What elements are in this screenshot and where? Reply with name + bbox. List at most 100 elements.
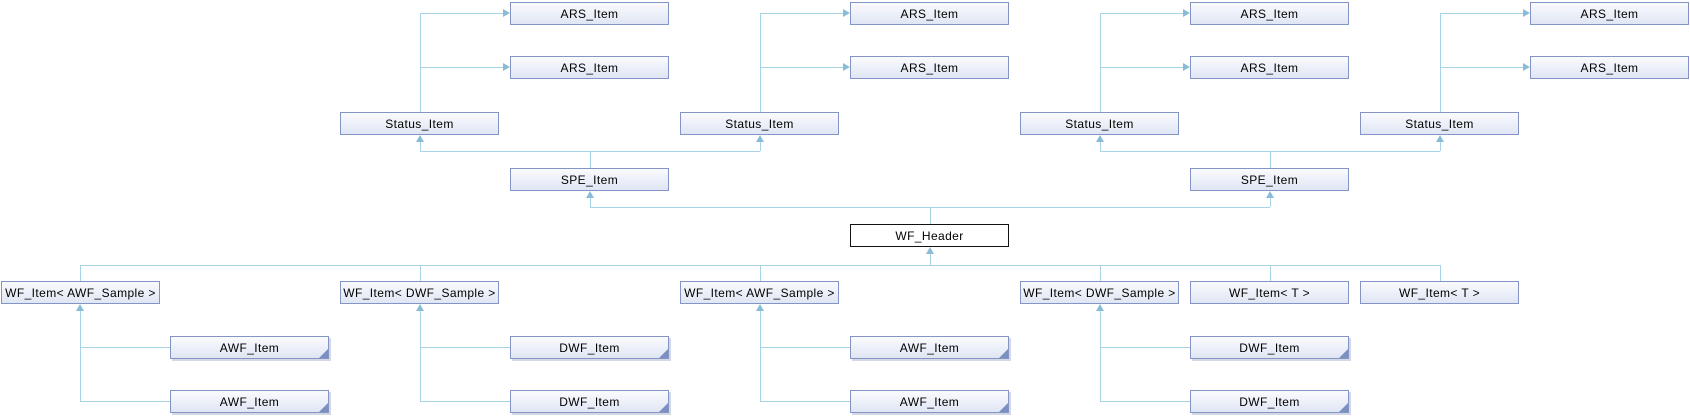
edge-segment bbox=[1100, 311, 1101, 401]
arrowhead-right-icon bbox=[1183, 9, 1190, 17]
arrowhead-up-icon bbox=[586, 191, 594, 198]
node-ars-item-1a[interactable]: ARS_Item bbox=[510, 2, 669, 25]
node-label: AWF_Item bbox=[219, 340, 280, 355]
node-label: SPE_Item bbox=[1240, 172, 1299, 187]
fold-corner-icon bbox=[999, 403, 1008, 412]
arrowhead-up-icon bbox=[1436, 135, 1444, 142]
edge-segment bbox=[420, 347, 510, 348]
edge-segment bbox=[420, 67, 503, 68]
node-status-item-4[interactable]: Status_Item bbox=[1360, 112, 1519, 135]
node-label: WF_Header bbox=[895, 228, 964, 243]
edge-segment bbox=[420, 311, 421, 401]
node-awf-item-1a[interactable]: AWF_Item bbox=[170, 336, 329, 359]
node-status-item-2[interactable]: Status_Item bbox=[680, 112, 839, 135]
edge-segment bbox=[1440, 67, 1523, 68]
fold-corner-icon bbox=[1339, 403, 1348, 412]
edge-segment bbox=[80, 347, 170, 348]
node-dwf-item-1b[interactable]: DWF_Item bbox=[510, 390, 669, 413]
arrowhead-up-icon bbox=[76, 304, 84, 311]
edge-segment bbox=[760, 67, 843, 68]
node-spe-item-2[interactable]: SPE_Item bbox=[1190, 168, 1349, 191]
edge-segment bbox=[1440, 142, 1441, 151]
node-wf-item-dwf-sample-1[interactable]: WF_Item< DWF_Sample > bbox=[340, 281, 499, 304]
node-ars-item-4b[interactable]: ARS_Item bbox=[1530, 56, 1689, 79]
node-label: DWF_Item bbox=[559, 394, 620, 409]
edge-segment bbox=[590, 151, 591, 168]
edge-segment bbox=[1270, 151, 1271, 168]
node-ars-item-1b[interactable]: ARS_Item bbox=[510, 56, 669, 79]
node-label: ARS_Item bbox=[1240, 6, 1299, 21]
edge-segment bbox=[760, 401, 850, 402]
node-label: AWF_Item bbox=[899, 394, 960, 409]
node-spe-item-1[interactable]: SPE_Item bbox=[510, 168, 669, 191]
edge-segment bbox=[420, 13, 421, 112]
node-label: WF_Item< AWF_Sample > bbox=[684, 285, 835, 300]
node-awf-item-1b[interactable]: AWF_Item bbox=[170, 390, 329, 413]
node-wf-item-awf-sample-2[interactable]: WF_Item< AWF_Sample > bbox=[680, 281, 839, 304]
node-awf-item-2b[interactable]: AWF_Item bbox=[850, 390, 1009, 413]
node-ars-item-4a[interactable]: ARS_Item bbox=[1530, 2, 1689, 25]
node-label: AWF_Item bbox=[899, 340, 960, 355]
node-ars-item-3a[interactable]: ARS_Item bbox=[1190, 2, 1349, 25]
node-dwf-item-1a[interactable]: DWF_Item bbox=[510, 336, 669, 359]
node-dwf-item-2a[interactable]: DWF_Item bbox=[1190, 336, 1349, 359]
node-ars-item-2a[interactable]: ARS_Item bbox=[850, 2, 1009, 25]
arrowhead-right-icon bbox=[503, 9, 510, 17]
arrowhead-right-icon bbox=[1523, 9, 1530, 17]
fold-corner-icon bbox=[319, 403, 328, 412]
edge-segment bbox=[80, 265, 81, 281]
edge-segment bbox=[1440, 265, 1441, 281]
edge-segment bbox=[420, 142, 421, 151]
arrowhead-right-icon bbox=[843, 9, 850, 17]
node-label: WF_Item< DWF_Sample > bbox=[1023, 285, 1176, 300]
arrowhead-right-icon bbox=[843, 63, 850, 71]
node-label: ARS_Item bbox=[560, 6, 619, 21]
arrowhead-up-icon bbox=[1266, 191, 1274, 198]
edge-segment bbox=[420, 265, 421, 281]
arrowhead-up-icon bbox=[756, 304, 764, 311]
edge-segment bbox=[1270, 198, 1271, 207]
node-label: DWF_Item bbox=[1239, 394, 1300, 409]
arrowhead-up-icon bbox=[1096, 135, 1104, 142]
node-label: DWF_Item bbox=[559, 340, 620, 355]
arrowhead-right-icon bbox=[1523, 63, 1530, 71]
arrowhead-up-icon bbox=[1096, 304, 1104, 311]
edge-segment bbox=[1100, 401, 1190, 402]
node-label: WF_Item< T > bbox=[1228, 285, 1311, 300]
arrowhead-up-icon bbox=[416, 304, 424, 311]
edge-segment bbox=[1440, 13, 1523, 14]
edge-segment bbox=[930, 254, 931, 265]
node-label: ARS_Item bbox=[900, 6, 959, 21]
node-ars-item-2b[interactable]: ARS_Item bbox=[850, 56, 1009, 79]
edge-segment bbox=[590, 198, 591, 207]
node-status-item-1[interactable]: Status_Item bbox=[340, 112, 499, 135]
node-label: Status_Item bbox=[1405, 116, 1474, 131]
node-label: ARS_Item bbox=[1580, 60, 1639, 75]
edge-segment bbox=[1270, 265, 1271, 281]
fold-corner-icon bbox=[659, 403, 668, 412]
node-label: AWF_Item bbox=[219, 394, 280, 409]
node-label: DWF_Item bbox=[1239, 340, 1300, 355]
node-wf-item-t-2[interactable]: WF_Item< T > bbox=[1360, 281, 1519, 304]
node-label: Status_Item bbox=[725, 116, 794, 131]
node-label: ARS_Item bbox=[560, 60, 619, 75]
edge-segment bbox=[1100, 13, 1101, 112]
node-status-item-3[interactable]: Status_Item bbox=[1020, 112, 1179, 135]
node-dwf-item-2b[interactable]: DWF_Item bbox=[1190, 390, 1349, 413]
edge-segment bbox=[1100, 347, 1190, 348]
node-label: ARS_Item bbox=[1240, 60, 1299, 75]
node-ars-item-3b[interactable]: ARS_Item bbox=[1190, 56, 1349, 79]
edge-segment bbox=[1100, 265, 1101, 281]
edge-segment bbox=[420, 13, 503, 14]
node-awf-item-2a[interactable]: AWF_Item bbox=[850, 336, 1009, 359]
edge-segment bbox=[80, 311, 81, 401]
node-wf-item-t-1[interactable]: WF_Item< T > bbox=[1190, 281, 1349, 304]
edge-segment bbox=[760, 265, 761, 281]
node-label: ARS_Item bbox=[1580, 6, 1639, 21]
node-label: WF_Item< DWF_Sample > bbox=[343, 285, 496, 300]
node-wf-header[interactable]: WF_Header bbox=[850, 224, 1009, 247]
node-wf-item-awf-sample-1[interactable]: WF_Item< AWF_Sample > bbox=[1, 281, 160, 304]
node-wf-item-dwf-sample-2[interactable]: WF_Item< DWF_Sample > bbox=[1020, 281, 1179, 304]
edge-segment bbox=[760, 13, 843, 14]
